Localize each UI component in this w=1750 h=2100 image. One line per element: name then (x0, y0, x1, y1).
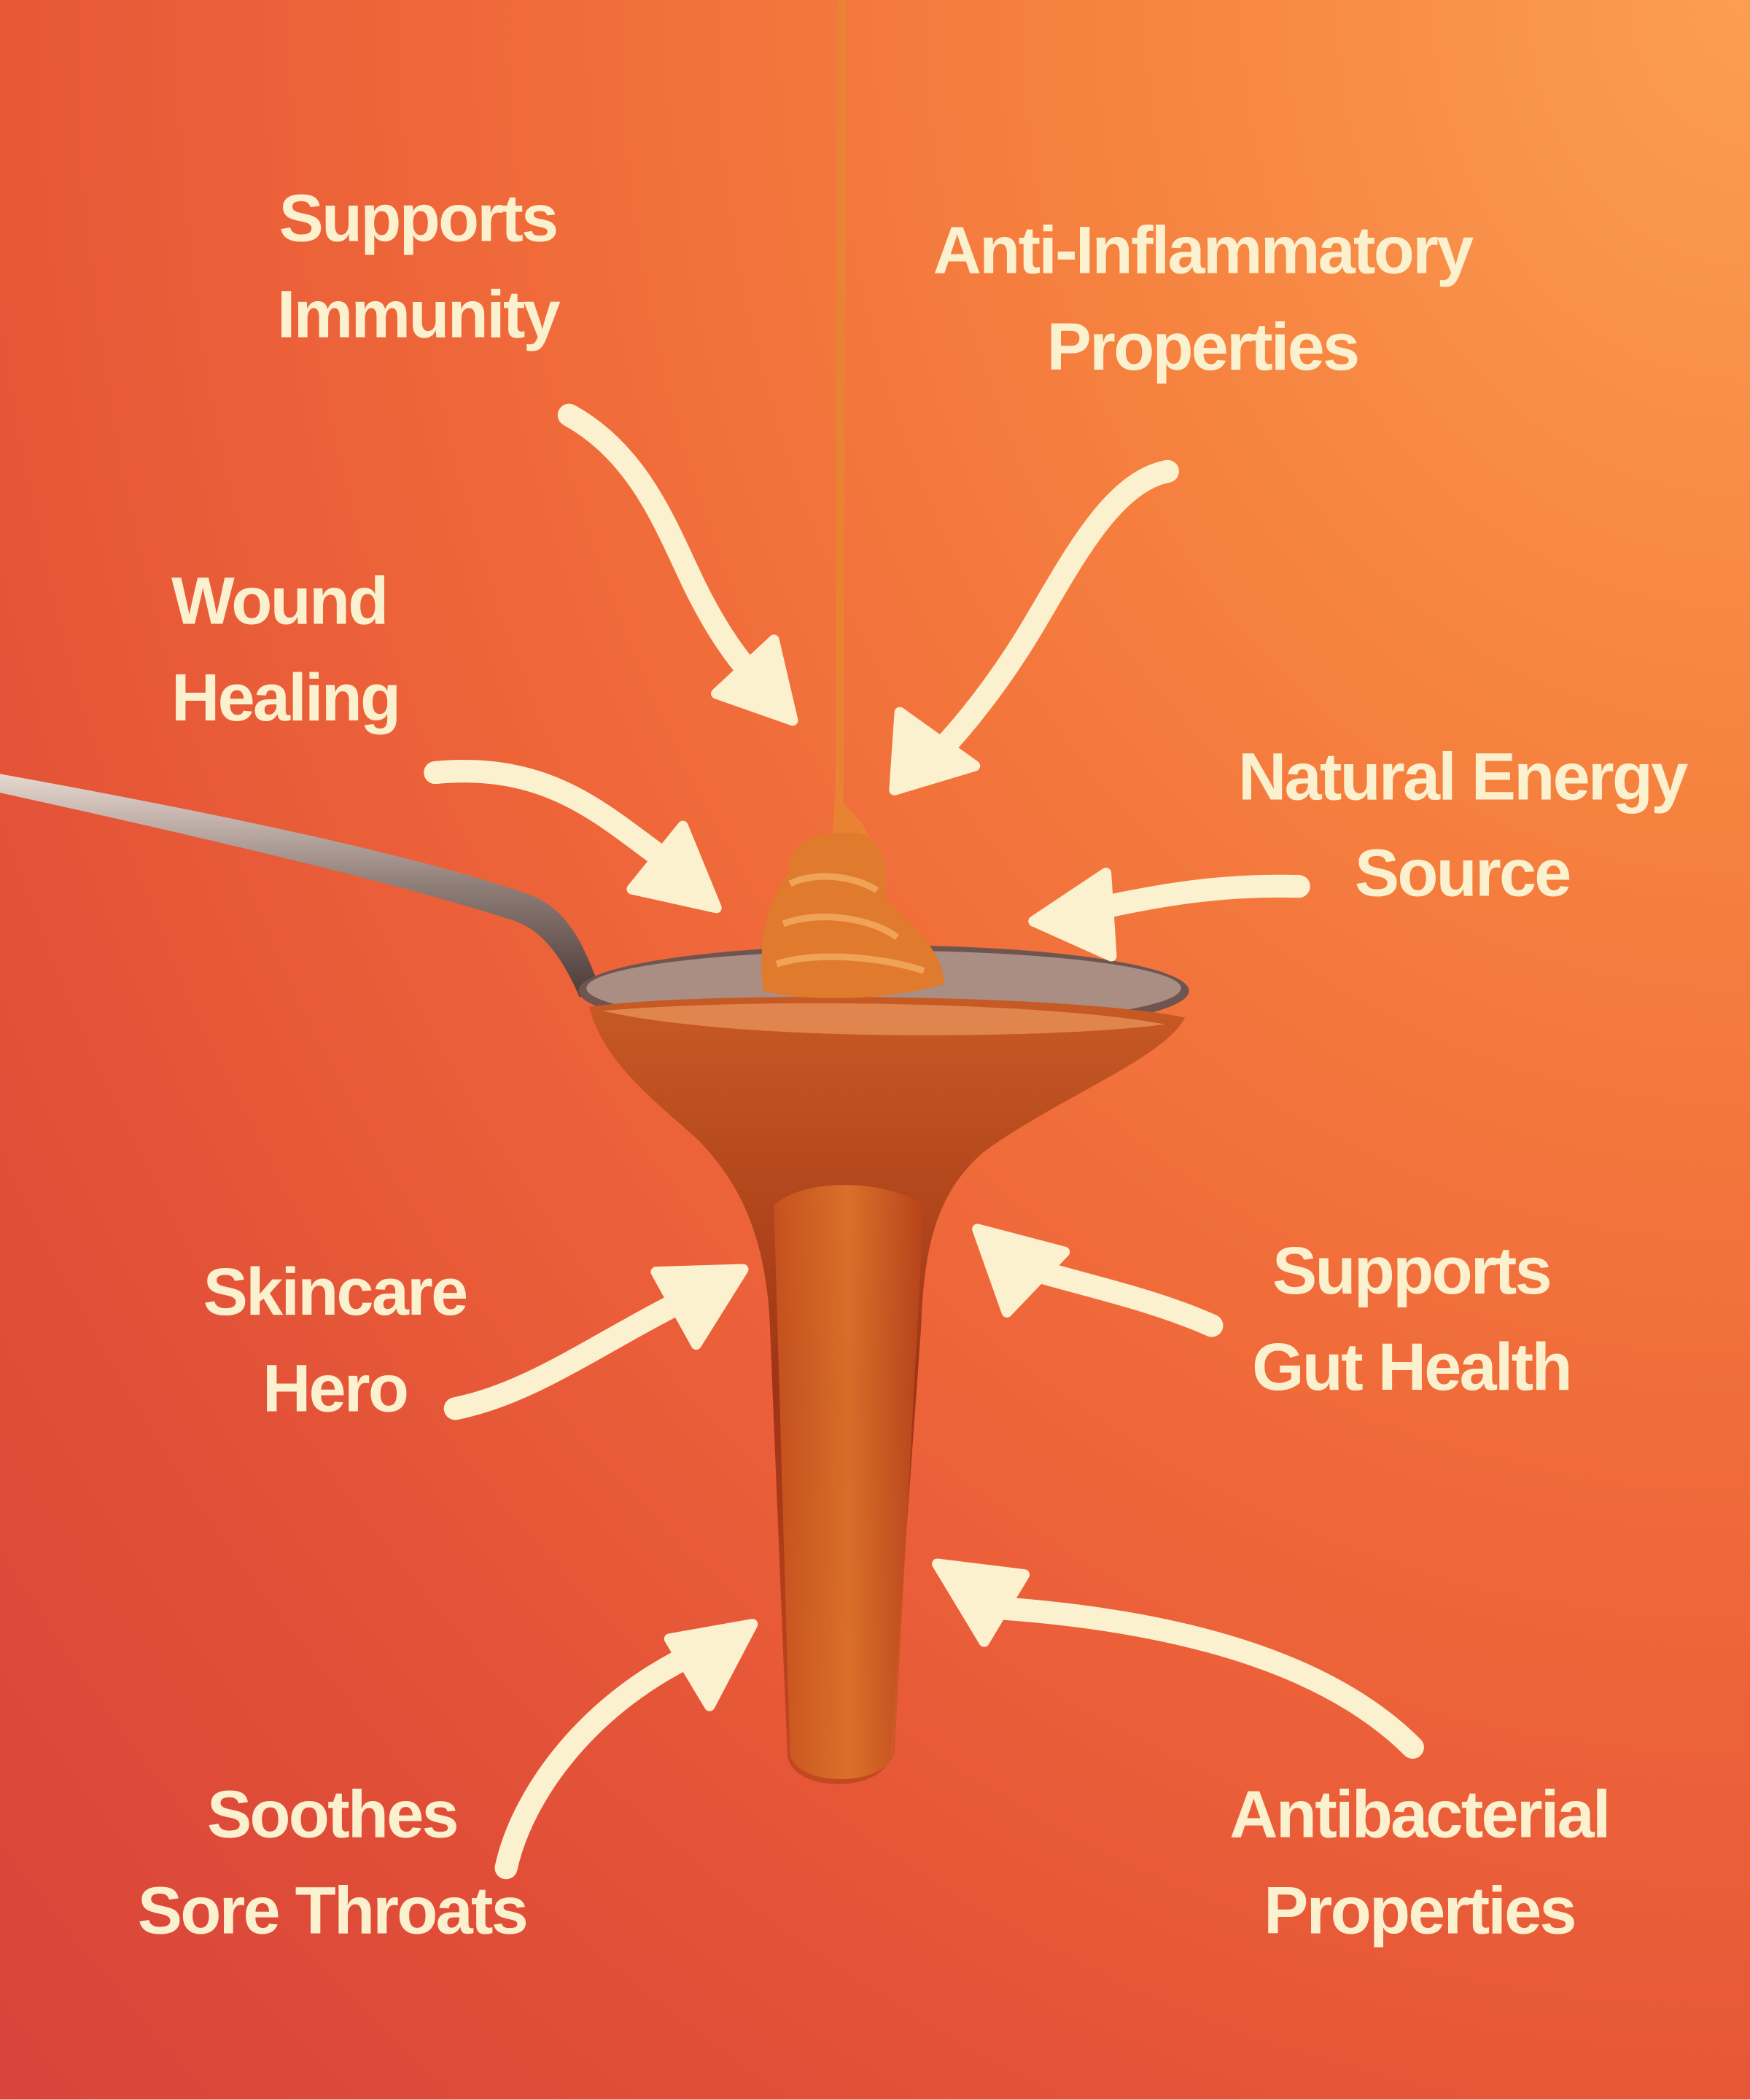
label-line: Properties (1264, 1872, 1576, 1948)
label-skincare-hero: Skincare Hero (203, 1244, 469, 1436)
label-line: Gut Health (1252, 1329, 1572, 1405)
label-line: Natural Energy (1237, 739, 1688, 814)
arrowhead-gut (972, 1224, 1070, 1318)
label-line: Wound (171, 564, 389, 639)
arrowhead-skincare (650, 1264, 749, 1350)
label-line: Antibacterial (1229, 1776, 1611, 1852)
label-line: Sore Throats (137, 1872, 529, 1948)
label-sore-throats: Soothes Sore Throats (137, 1766, 529, 1959)
spoon-handle (0, 774, 596, 998)
honey-pile (761, 832, 944, 998)
label-line: Soothes (206, 1776, 459, 1852)
honey-stream (830, 0, 872, 858)
arrowhead-anti-inflammatory (889, 707, 981, 796)
arrowhead-immunity (711, 634, 798, 726)
label-line: Properties (1046, 309, 1360, 385)
label-line: Hero (262, 1350, 409, 1426)
label-gut-health: Supports Gut Health (1252, 1223, 1572, 1415)
label-natural-energy: Natural Energy Source (1237, 728, 1688, 921)
arrowhead-antibacterial (932, 1558, 1030, 1647)
label-supports-immunity: Supports Immunity (276, 170, 561, 362)
arrow-anti-inflammatory (912, 459, 1179, 777)
label-wound-healing: Wound Healing (171, 553, 401, 745)
label-line: Anti-Inflammatory (933, 212, 1474, 288)
arrowhead-wound (626, 820, 722, 914)
label-antibacterial: Antibacterial Properties (1229, 1766, 1611, 1959)
label-anti-inflammatory: Anti-Inflammatory Properties (933, 202, 1474, 394)
label-line: Source (1354, 835, 1572, 911)
arrow-immunity (557, 403, 785, 708)
label-line: Healing (171, 660, 401, 736)
label-line: Supports (1272, 1233, 1552, 1309)
arrowhead-energy (1028, 867, 1117, 962)
label-line: Skincare (203, 1254, 469, 1330)
arrowhead-throat (664, 1619, 758, 1711)
arrow-skincare (443, 1279, 715, 1420)
arrow-throat (494, 1638, 715, 1880)
label-line: Supports (279, 180, 559, 256)
arrow-antibacterial (965, 1595, 1424, 1759)
label-line: Immunity (276, 277, 561, 352)
